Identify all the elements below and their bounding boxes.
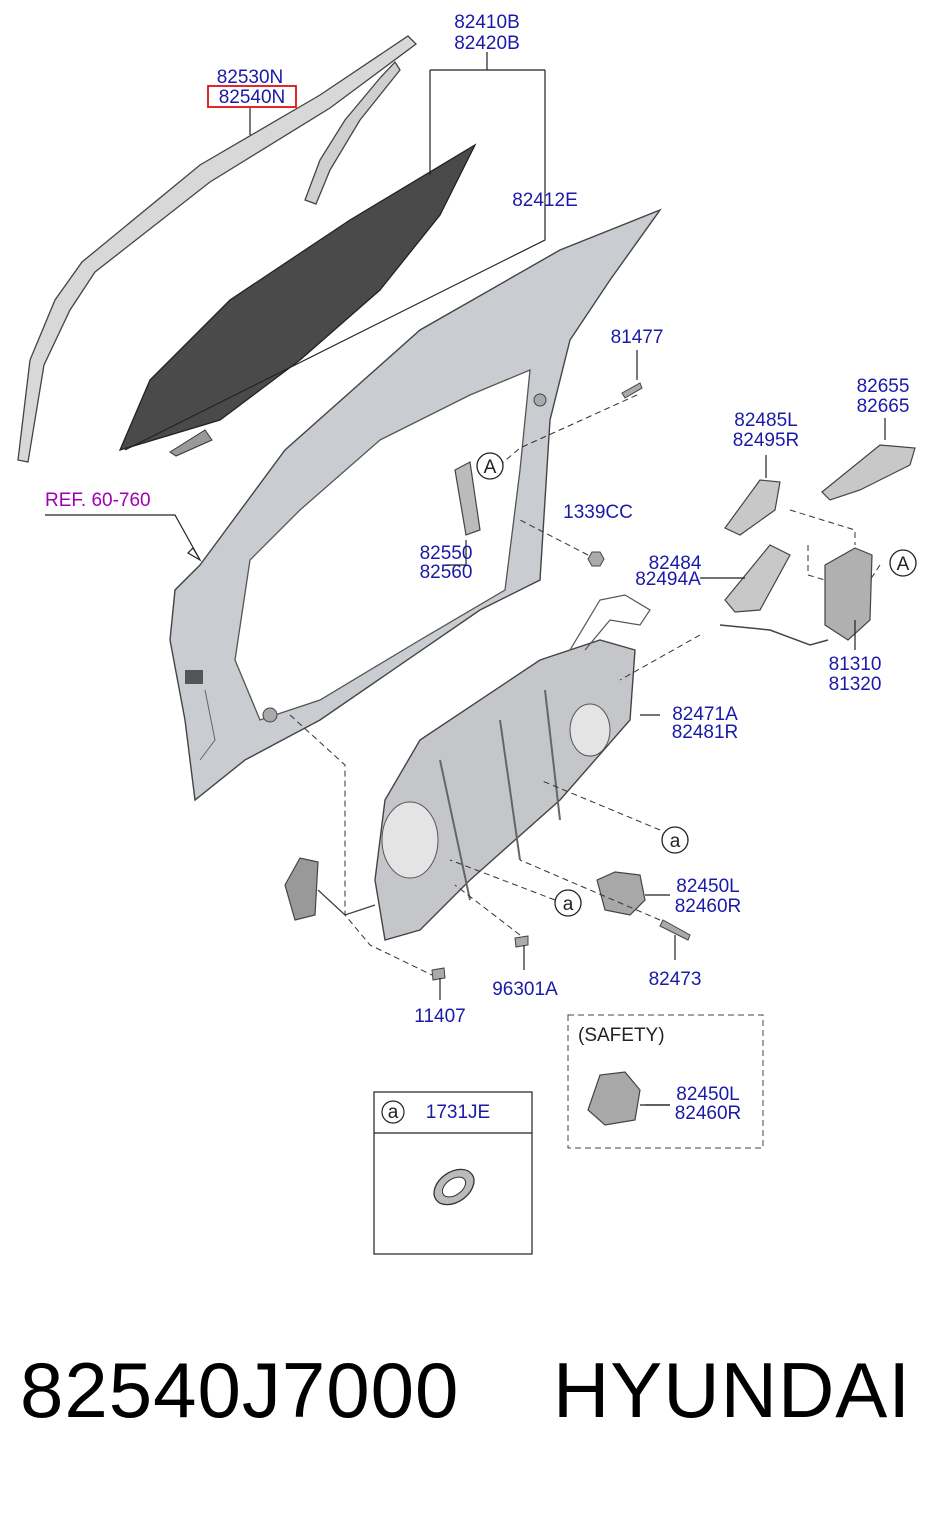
label-82412E: 82412E xyxy=(512,190,578,211)
label-82460R: 82460R xyxy=(675,896,742,917)
label-82560: 82560 xyxy=(420,562,473,583)
safety-motor-part xyxy=(587,1071,641,1126)
exploded-parts-diagram: A A a a 82410B 82420B 82530N 82540N 8241… xyxy=(17,12,917,1255)
svg-text:A: A xyxy=(897,554,910,575)
door-glass-part xyxy=(118,143,477,457)
callout-a-upper: a xyxy=(661,826,689,854)
bolt-82473 xyxy=(659,919,691,941)
callout-A-regulator: A xyxy=(476,452,504,480)
label-82665: 82665 xyxy=(857,396,910,417)
callout-A-latch: A xyxy=(889,549,917,577)
footer xyxy=(0,1270,935,1524)
bolt-81477 xyxy=(621,382,643,399)
bolt-11407 xyxy=(431,967,446,981)
safety-label: (SAFETY) xyxy=(578,1025,665,1046)
label-11407: 11407 xyxy=(414,1006,465,1027)
label-81310: 81310 xyxy=(829,654,882,675)
label-82473: 82473 xyxy=(649,969,702,990)
label-82485L: 82485L xyxy=(734,410,797,431)
label-1339CC: 1339CC xyxy=(563,502,633,523)
nut-1339CC xyxy=(587,551,605,567)
svg-text:a: a xyxy=(388,1102,399,1123)
callout-a-lower: a xyxy=(554,889,582,917)
label-82481R: 82481R xyxy=(672,722,739,743)
outside-handle-part xyxy=(821,444,916,501)
highlight-box xyxy=(207,85,297,108)
label-82530N: 82530N xyxy=(217,67,284,88)
label-82450L-safety: 82450L xyxy=(676,1084,739,1105)
window-run-channel-part xyxy=(17,35,417,463)
label-82550: 82550 xyxy=(420,543,473,564)
safety-variant-box: (SAFETY) 82450L 82460R xyxy=(567,1014,764,1149)
label-82484: 82484 xyxy=(649,553,702,574)
door-frame-part xyxy=(169,208,662,802)
label-1731JE: 1731JE xyxy=(426,1102,490,1123)
label-96301A: 96301A xyxy=(492,979,558,1000)
regulator-bracket-part xyxy=(454,461,481,536)
label-82460R-safety: 82460R xyxy=(675,1103,742,1124)
label-ref-60-760: REF. 60-760 xyxy=(45,490,151,511)
handle-bracket-part xyxy=(724,479,781,536)
label-82540N-highlighted: 82540N xyxy=(219,87,286,108)
label-82410B: 82410B xyxy=(454,12,520,33)
door-latch-part xyxy=(719,547,873,646)
svg-text:a: a xyxy=(670,831,681,852)
label-82494A: 82494A xyxy=(635,569,701,590)
harness-connector-part xyxy=(284,857,376,921)
door-module-part xyxy=(374,594,651,941)
label-82450L: 82450L xyxy=(676,876,739,897)
label-82655: 82655 xyxy=(857,376,910,397)
grommet-box: a 1731JE xyxy=(373,1091,533,1255)
svg-text:a: a xyxy=(563,894,574,915)
svg-text:A: A xyxy=(484,457,497,478)
door-latch-bracket-part xyxy=(724,544,791,613)
footer-brand: HYUNDAI xyxy=(552,1346,911,1434)
label-82420B: 82420B xyxy=(454,33,520,54)
regulator-motor-part xyxy=(596,871,646,916)
label-81320: 81320 xyxy=(829,674,882,695)
label-82495R: 82495R xyxy=(733,430,800,451)
bolt-96301A xyxy=(514,935,529,948)
label-82471A: 82471A xyxy=(672,704,738,725)
label-81477: 81477 xyxy=(611,327,664,348)
footer-part-number: 82540J7000 xyxy=(20,1346,460,1434)
